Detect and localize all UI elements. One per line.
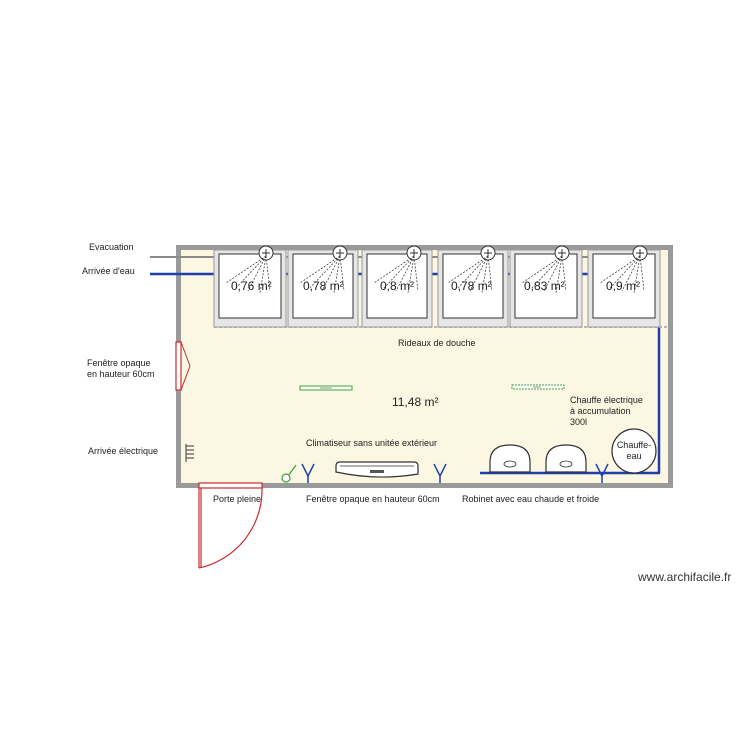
shower-cabin	[361, 245, 433, 328]
ceiling-light-left	[299, 385, 353, 391]
shower-cabin	[437, 245, 509, 328]
shower-curtains-label: Rideaux de douche	[398, 338, 476, 348]
shower-area-5: 0,83 m²	[524, 279, 565, 293]
shower-area-2: 0,78 m²	[303, 279, 344, 293]
water-heater-label: Chauffe- eau	[616, 440, 652, 461]
shower-cabin	[213, 245, 287, 328]
faucet-left	[301, 463, 315, 483]
evacuation-label: Evacuation	[89, 242, 134, 252]
shower-area-1: 0,76 m²	[231, 279, 272, 293]
faucet-middle	[433, 463, 447, 483]
air-conditioner	[335, 461, 419, 478]
light-switch	[281, 464, 297, 483]
total-area-label: 11,48 m²	[392, 395, 439, 409]
shower-area-4: 0,78 m²	[451, 279, 492, 293]
watermark: www.archifacile.fr	[638, 570, 732, 584]
electrical-supply-label: Arrivée électrique	[88, 446, 159, 456]
electric-heater-label: Chauffe électrique à accumulation 300l	[570, 395, 643, 427]
faucet-right	[595, 463, 609, 483]
shower-cabin	[587, 245, 661, 328]
door-label: Porte pleine	[213, 494, 262, 504]
door	[198, 482, 263, 569]
shower-area-6: 0,9 m²	[606, 279, 641, 293]
left-window-label: Fenêtre opaque en hauteur 60cm	[87, 358, 155, 379]
faucet-label: Robinet avec eau chaude et froide	[462, 494, 600, 504]
shower-area-3: 0,8 m²	[380, 279, 415, 293]
shower-cabins	[213, 245, 661, 328]
bottom-window-label: Fenêtre opaque en hauteur 60cm	[306, 494, 440, 504]
shower-cabin	[287, 245, 359, 328]
air-conditioner-label: Climatiseur sans unitée extérieur	[306, 438, 438, 448]
water-supply-label: Arrivée d'eau	[82, 266, 135, 276]
water-heater	[611, 428, 657, 474]
electrical-outlet-symbol	[185, 444, 194, 462]
ceiling-light-right	[511, 384, 565, 390]
shower-cabin	[509, 245, 583, 328]
left-window	[175, 341, 191, 391]
sink-right	[545, 444, 587, 473]
sink-left	[489, 444, 531, 473]
